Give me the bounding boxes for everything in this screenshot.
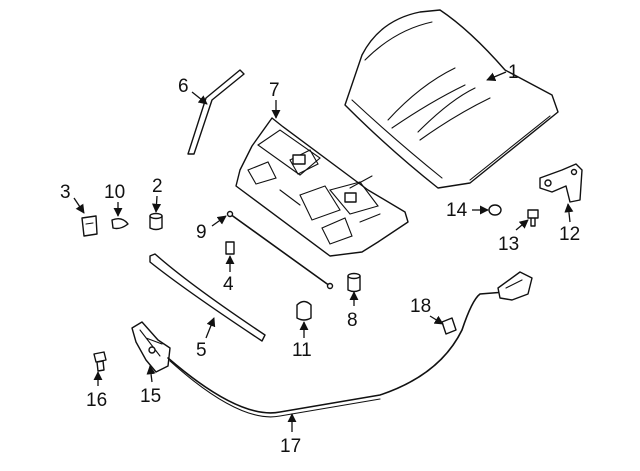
release-handle — [497, 271, 533, 301]
prop-rod-9 — [226, 210, 334, 290]
callout-9: 9 — [196, 222, 207, 243]
hood-inner-panel — [235, 117, 409, 257]
callout-14: 14 — [446, 200, 468, 221]
bumper-3 — [81, 215, 98, 237]
callout-10: 10 — [104, 182, 125, 203]
callout-4: 4 — [223, 274, 234, 295]
bumper-11 — [296, 300, 312, 321]
callout-18: 18 — [410, 296, 431, 317]
grommet-8 — [347, 272, 361, 293]
callout-12: 12 — [559, 224, 580, 245]
callout-1: 1 — [508, 62, 519, 83]
callout-11: 11 — [292, 340, 312, 361]
retainer-10 — [111, 217, 129, 230]
callout-8: 8 — [347, 310, 358, 331]
callout-labels: 1 2 3 4 5 6 7 8 9 10 11 12 13 14 15 16 1… — [60, 62, 580, 457]
callout-15: 15 — [140, 386, 161, 407]
callout-7: 7 — [269, 80, 280, 101]
latch-15 — [131, 321, 171, 373]
hood-panel — [344, 9, 559, 189]
leader-lines — [73, 71, 574, 432]
callout-13: 13 — [498, 234, 519, 255]
weatherstrip-6 — [187, 69, 245, 155]
hinge-12 — [539, 163, 583, 203]
callout-3: 3 — [60, 182, 71, 203]
callout-2: 2 — [152, 176, 163, 197]
bumper-2 — [149, 212, 163, 231]
callout-17: 17 — [280, 436, 301, 457]
callout-5: 5 — [196, 340, 207, 361]
nut-14 — [488, 204, 502, 216]
seal-5 — [149, 253, 266, 342]
bolt-16 — [93, 351, 107, 372]
bolt-13 — [527, 209, 539, 227]
callout-16: 16 — [86, 390, 107, 411]
bumper-4 — [225, 241, 235, 255]
clip-18 — [441, 317, 457, 335]
release-cable-17 — [167, 291, 506, 418]
callout-6: 6 — [178, 76, 189, 97]
